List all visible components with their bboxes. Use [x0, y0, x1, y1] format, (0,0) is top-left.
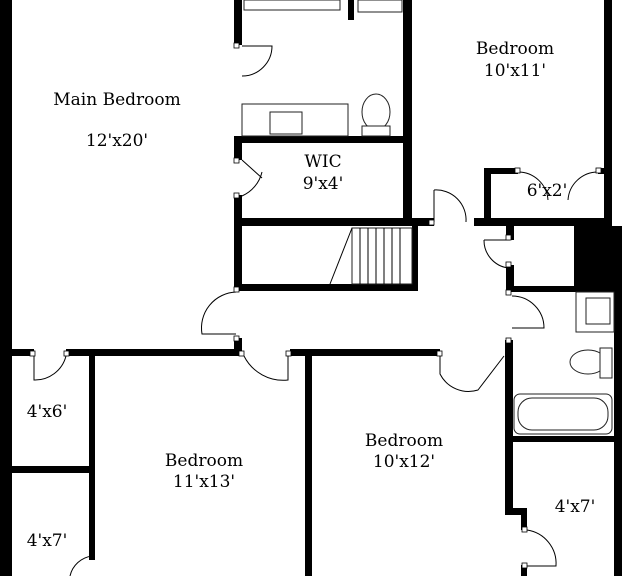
bedroom-top-right-size: 10'x11' — [484, 61, 546, 81]
fixtures — [241, 0, 615, 435]
room-labels: Main Bedroom 12'x20' Bedroom 10'x11' WIC… — [27, 39, 596, 551]
bathtub — [243, 0, 341, 11]
bedroom-bottom-left-size: 11'x13' — [173, 472, 235, 492]
sink-basin — [269, 111, 303, 135]
main-bedroom-size: 12'x20' — [86, 131, 148, 151]
closet-4x7-left-size: 4'x7' — [27, 531, 68, 551]
wic-name: WIC — [304, 152, 341, 172]
main-bedroom-name: Main Bedroom — [53, 90, 180, 110]
bathroom-sink-top — [357, 0, 403, 13]
wic-size: 9'x4' — [303, 174, 344, 194]
bedroom-top-right-name: Bedroom — [476, 39, 554, 59]
closet-6x2-size: 6'x2' — [527, 181, 568, 201]
bedroom-bottom-center-size: 10'x12' — [373, 452, 435, 472]
bedroom-bottom-left-name: Bedroom — [165, 451, 243, 471]
staircase — [329, 227, 413, 285]
toilet — [361, 93, 391, 131]
wall-joints — [29, 42, 602, 569]
closet-4x6-size: 4'x6' — [27, 402, 68, 422]
doors — [33, 45, 599, 576]
closet-4x7-right-size: 4'x7' — [555, 497, 596, 517]
bedroom-bottom-center-name: Bedroom — [365, 431, 443, 451]
